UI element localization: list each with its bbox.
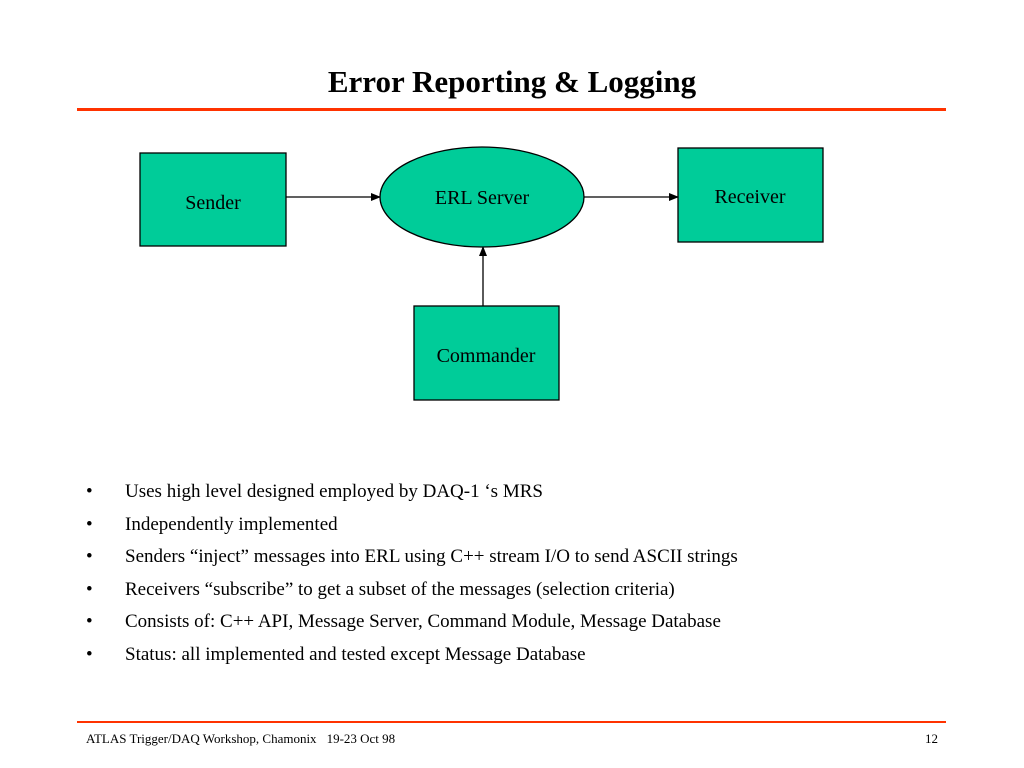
page-number: 12 <box>925 731 938 746</box>
bullet-text: Uses high level designed employed by DAQ… <box>125 481 543 502</box>
bullet-dot: • <box>86 546 93 567</box>
receiver-box <box>677 147 824 243</box>
commander-box <box>413 305 560 401</box>
erl-server-node: ERL Server <box>379 146 585 248</box>
bullet-item: • Independently implemented <box>86 509 738 542</box>
commander-label: Commander <box>437 345 536 367</box>
bullet-text: Independently implemented <box>125 513 338 535</box>
sender-node: Sender <box>139 152 287 247</box>
bullet-dot: • <box>86 643 93 665</box>
bullet-item: • Uses high level designed employed by DA… <box>86 476 738 509</box>
slide-title: Error Reporting & Logging <box>327 64 697 99</box>
erl-server-label: ERL Server <box>435 187 530 209</box>
sender-box <box>139 152 287 247</box>
bullet-dot: • <box>86 481 93 502</box>
bullet-dot: • <box>86 513 93 535</box>
erl-server-ellipse <box>379 146 585 248</box>
bullet-item: • Receivers “subscribe” to get a subset o… <box>86 574 738 607</box>
bullet-dot: • <box>86 578 93 600</box>
bullet-item: • Consists of: C++ API, Message Server, C… <box>86 606 738 639</box>
erl-flow-diagram: Sender ERL Server Receiver Commander <box>139 146 824 401</box>
receiver-node: Receiver <box>677 147 824 243</box>
bullet-text: Status: all implemented and tested excep… <box>125 643 586 665</box>
commander-node: Commander <box>413 305 560 401</box>
bullet-item: • Senders “inject” messages into ERL usin… <box>86 541 738 574</box>
title-divider <box>77 108 946 111</box>
footer-event: ATLAS Trigger/DAQ Workshop, Chamonix 19-2… <box>86 731 395 747</box>
footer-divider <box>77 721 946 723</box>
bullet-text: Senders “inject” messages into ERL using… <box>125 546 738 567</box>
bullet-list: • Uses high level designed employed by DA… <box>86 476 738 671</box>
footer-event-name: ATLAS Trigger/DAQ Workshop, Chamonix <box>86 731 317 746</box>
bullet-item: • Status: all implemented and tested exce… <box>86 639 738 672</box>
bullet-dot: • <box>86 611 93 632</box>
footer-dates: 19-23 Oct 98 <box>326 731 396 746</box>
bullet-text: Receivers “subscribe” to get a subset of… <box>125 578 675 600</box>
sender-label: Sender <box>185 192 241 214</box>
receiver-label: Receiver <box>714 186 785 208</box>
bullet-text: Consists of: C++ API, Message Server, Co… <box>125 611 721 632</box>
